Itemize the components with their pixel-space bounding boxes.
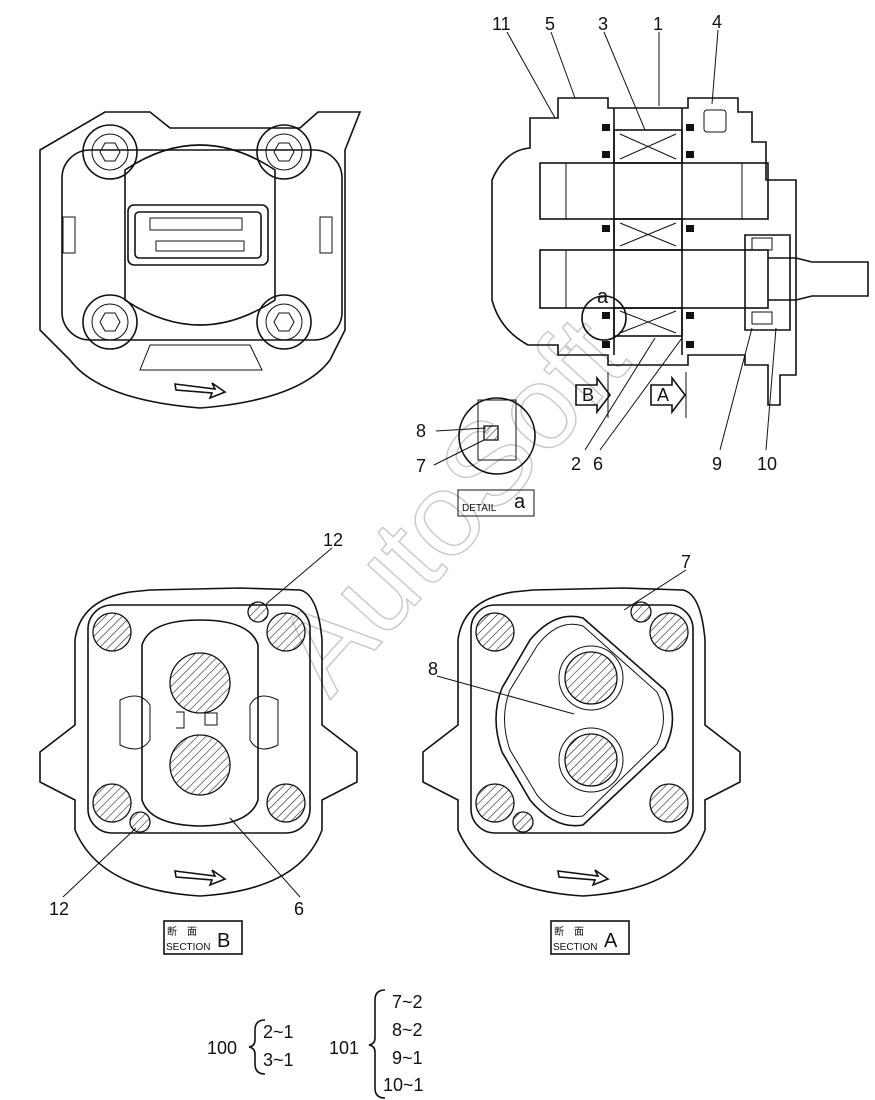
callout-12-bottom: 12 xyxy=(49,899,69,919)
detail-caption: DETAIL xyxy=(462,503,497,514)
section-a-box xyxy=(550,920,630,955)
callout-3: 3 xyxy=(598,14,608,34)
section-b-letter: B xyxy=(217,930,230,952)
kit101-number: 101 xyxy=(329,1038,359,1058)
kit100-number: 100 xyxy=(207,1038,237,1058)
callout-1: 1 xyxy=(653,14,663,34)
front-view xyxy=(39,111,362,409)
section-a-kanji: 断 面 xyxy=(554,925,584,938)
section-a-word: SECTION xyxy=(553,942,597,953)
kit100-line-1: 2~1 xyxy=(263,1022,294,1042)
arrow-b-label: B xyxy=(582,385,594,405)
detail-letter: a xyxy=(514,491,526,513)
kit101-line-1: 7~2 xyxy=(392,992,423,1012)
callout-7-section: 7 xyxy=(681,552,691,572)
bolt-bl xyxy=(82,294,138,350)
section-b-kanji: 断 面 xyxy=(167,925,197,938)
detail-a-inset xyxy=(433,397,536,517)
callout-10: 10 xyxy=(757,454,777,474)
section-a-letter: A xyxy=(604,930,618,952)
kit101-brace xyxy=(368,989,386,1099)
callout-5: 5 xyxy=(545,14,555,34)
callout-9: 9 xyxy=(712,454,722,474)
bolt-tr xyxy=(256,124,312,180)
callout-6-section: 6 xyxy=(294,899,304,919)
bolt-br xyxy=(256,294,312,350)
section-b-view xyxy=(39,547,358,898)
kit101-line-2: 8~2 xyxy=(392,1020,423,1040)
kit101-line-3: 9~1 xyxy=(392,1048,423,1068)
cross-section-view xyxy=(491,97,869,418)
callout-12-top: 12 xyxy=(323,530,343,550)
callout-11: 11 xyxy=(492,14,511,34)
callout-7: 7 xyxy=(416,456,426,476)
callout-8-section: 8 xyxy=(428,659,438,679)
callout-4: 4 xyxy=(712,12,722,32)
leaders-top xyxy=(506,29,777,451)
arrow-a-label: A xyxy=(657,385,669,405)
callout-8: 8 xyxy=(416,421,426,441)
kit100-line-2: 3~1 xyxy=(263,1050,294,1070)
kit100-brace xyxy=(248,1019,266,1075)
section-b-box xyxy=(163,920,243,955)
section-a-view xyxy=(422,569,741,897)
bolt-tl xyxy=(82,124,138,180)
callout-2: 2 xyxy=(571,454,581,474)
kit101-line-4: 10~1 xyxy=(383,1075,424,1095)
callout-6: 6 xyxy=(593,454,603,474)
section-b-word: SECTION xyxy=(166,942,210,953)
callout-a: a xyxy=(597,286,609,308)
